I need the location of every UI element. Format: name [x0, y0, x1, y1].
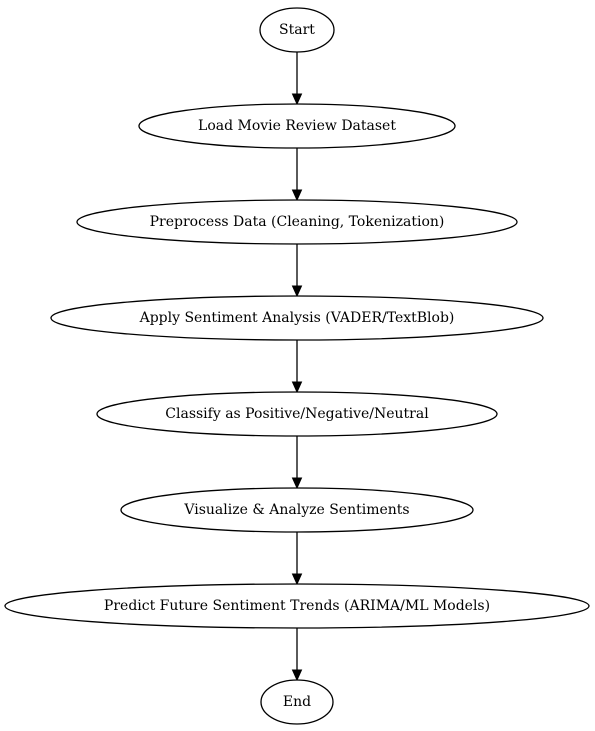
node-ellipse: [138, 103, 456, 149]
edge-classify-to-visualize: [291, 436, 303, 490]
node-label: Visualize & Analyze Sentiments: [183, 502, 409, 518]
node-ellipse: [259, 7, 335, 53]
node-predict: Predict Future Sentiment Trends (ARIMA/M…: [4, 583, 590, 629]
edges: [291, 52, 303, 682]
node-ellipse: [260, 679, 334, 725]
arrowhead-icon: [291, 189, 303, 202]
node-ellipse: [4, 583, 590, 629]
arrowhead-icon: [291, 477, 303, 490]
arrowhead-icon: [291, 669, 303, 682]
node-end: End: [260, 679, 334, 725]
arrowhead-icon: [291, 573, 303, 586]
node-load: Load Movie Review Dataset: [138, 103, 456, 149]
node-ellipse: [50, 295, 544, 341]
edge-predict-to-end: [291, 628, 303, 682]
node-label: End: [283, 694, 311, 710]
arrowhead-icon: [291, 381, 303, 394]
node-visualize: Visualize & Analyze Sentiments: [120, 487, 474, 533]
node-label: Start: [279, 22, 315, 38]
node-label: Classify as Positive/Negative/Neutral: [165, 406, 429, 422]
node-label: Preprocess Data (Cleaning, Tokenization): [150, 214, 445, 230]
edge-start-to-load: [291, 52, 303, 106]
node-start: Start: [259, 7, 335, 53]
edge-preprocess-to-sentiment: [291, 244, 303, 298]
node-label: Apply Sentiment Analysis (VADER/TextBlob…: [139, 310, 455, 326]
edge-sentiment-to-classify: [291, 340, 303, 394]
arrowhead-icon: [291, 285, 303, 298]
node-label: Load Movie Review Dataset: [198, 118, 396, 134]
node-classify: Classify as Positive/Negative/Neutral: [96, 391, 498, 437]
arrowhead-icon: [291, 93, 303, 106]
node-label: Predict Future Sentiment Trends (ARIMA/M…: [104, 598, 490, 614]
node-ellipse: [76, 199, 518, 245]
edge-visualize-to-predict: [291, 532, 303, 586]
node-ellipse: [96, 391, 498, 437]
edge-load-to-preprocess: [291, 148, 303, 202]
node-ellipse: [120, 487, 474, 533]
node-preprocess: Preprocess Data (Cleaning, Tokenization): [76, 199, 518, 245]
node-sentiment: Apply Sentiment Analysis (VADER/TextBlob…: [50, 295, 544, 341]
